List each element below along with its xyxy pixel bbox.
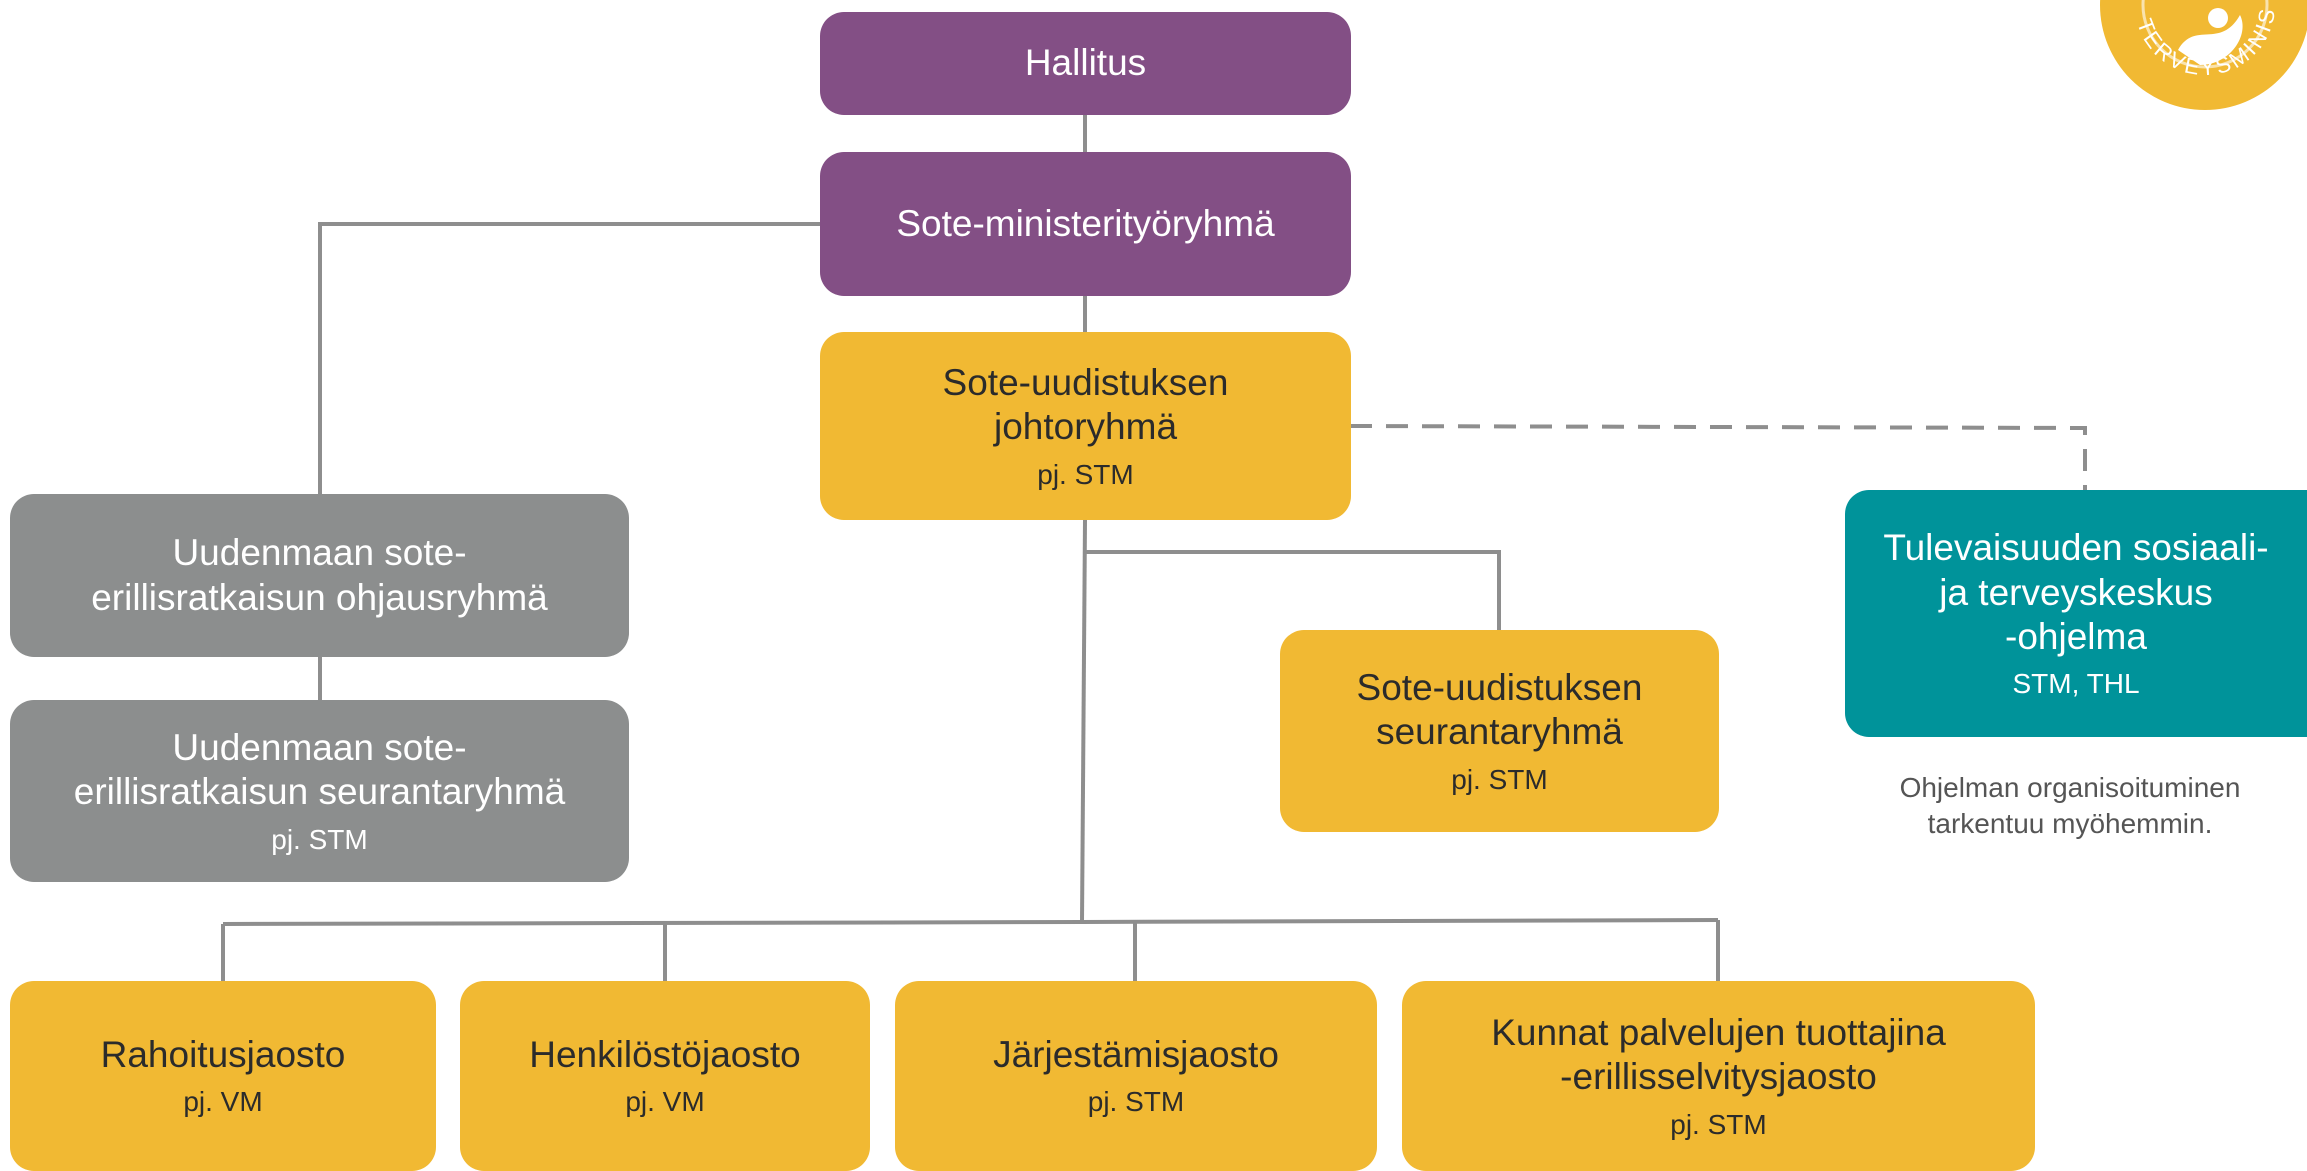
node-jarjestamisjaosto: Järjestämisjaosto pj. STM xyxy=(895,981,1377,1171)
node-subtitle: pj. STM xyxy=(1670,1108,1767,1140)
node-subtitle: pj. STM xyxy=(1451,763,1548,795)
node-sote-uudistuksen-seurantaryhma: Sote-uudistuksen seurantaryhmä pj. STM xyxy=(1280,630,1719,832)
node-title: Rahoitusjaosto xyxy=(100,1034,346,1075)
node-title: Uudenmaan sote- erillisratkaisun seurant… xyxy=(73,726,566,813)
node-uudenmaan-seurantaryhma: Uudenmaan sote- erillisratkaisun seurant… xyxy=(10,700,629,882)
node-title: Sote-ministerityöryhmä xyxy=(896,202,1275,244)
node-title: Tulevaisuuden sosiaali- ja terveyskeskus… xyxy=(1883,527,2269,657)
connector-bottom-bus xyxy=(222,918,1719,926)
node-uudenmaan-ohjausryhma: Uudenmaan sote- erillisratkaisun ohjausr… xyxy=(10,494,629,657)
node-sote-uudistuksen-johtoryhma: Sote-uudistuksen johtoryhmä pj. STM xyxy=(820,332,1351,520)
node-hallitus: Hallitus xyxy=(820,12,1351,115)
node-title: Kunnat palvelujen tuottajina -erillissel… xyxy=(1491,1011,1946,1098)
connector-johtoryhma-bus xyxy=(1080,519,1087,923)
node-subtitle: pj. STM xyxy=(271,823,368,855)
organisation-note: Ohjelman organisoituminen tarkentuu myöh… xyxy=(1899,772,2241,840)
node-kunnat-erillisselvitysjaosto: Kunnat palvelujen tuottajina -erillissel… xyxy=(1402,981,2035,1171)
node-subtitle: pj. STM xyxy=(1037,458,1134,490)
node-sote-ministerityoryhma: Sote-ministerityöryhmä xyxy=(820,152,1351,296)
node-subtitle: pj. VM xyxy=(625,1086,705,1118)
node-henkilostojaosto: Henkilöstöjaosto pj. VM xyxy=(460,981,870,1171)
connector-johtoryhma-tulevaisuus-dashed xyxy=(1349,424,2087,490)
node-title: Sote-uudistuksen johtoryhmä xyxy=(942,361,1229,448)
node-tulevaisuuden-ohjelma: Tulevaisuuden sosiaali- ja terveyskeskus… xyxy=(1845,490,2307,737)
node-subtitle: pj. VM xyxy=(183,1086,263,1118)
node-rahoitusjaosto: Rahoitusjaosto pj. VM xyxy=(10,981,436,1171)
node-subtitle: pj. STM xyxy=(1087,1086,1185,1118)
node-title: Uudenmaan sote- erillisratkaisun ohjausr… xyxy=(91,532,548,618)
node-title: Henkilöstöjaosto xyxy=(529,1034,801,1075)
node-title: Sote-uudistuksen seurantaryhmä xyxy=(1356,666,1643,753)
node-title: Järjestämisjaosto xyxy=(993,1034,1279,1075)
connector-johtoryhma-seuranta xyxy=(1085,550,1501,630)
node-title: Hallitus xyxy=(1024,42,1147,84)
connector-ministeri-uusimaa xyxy=(318,222,820,494)
node-subtitle: STM, THL xyxy=(2012,668,2140,700)
ministry-emblem-icon: TERVEYSMINISTERI xyxy=(2100,0,2307,110)
